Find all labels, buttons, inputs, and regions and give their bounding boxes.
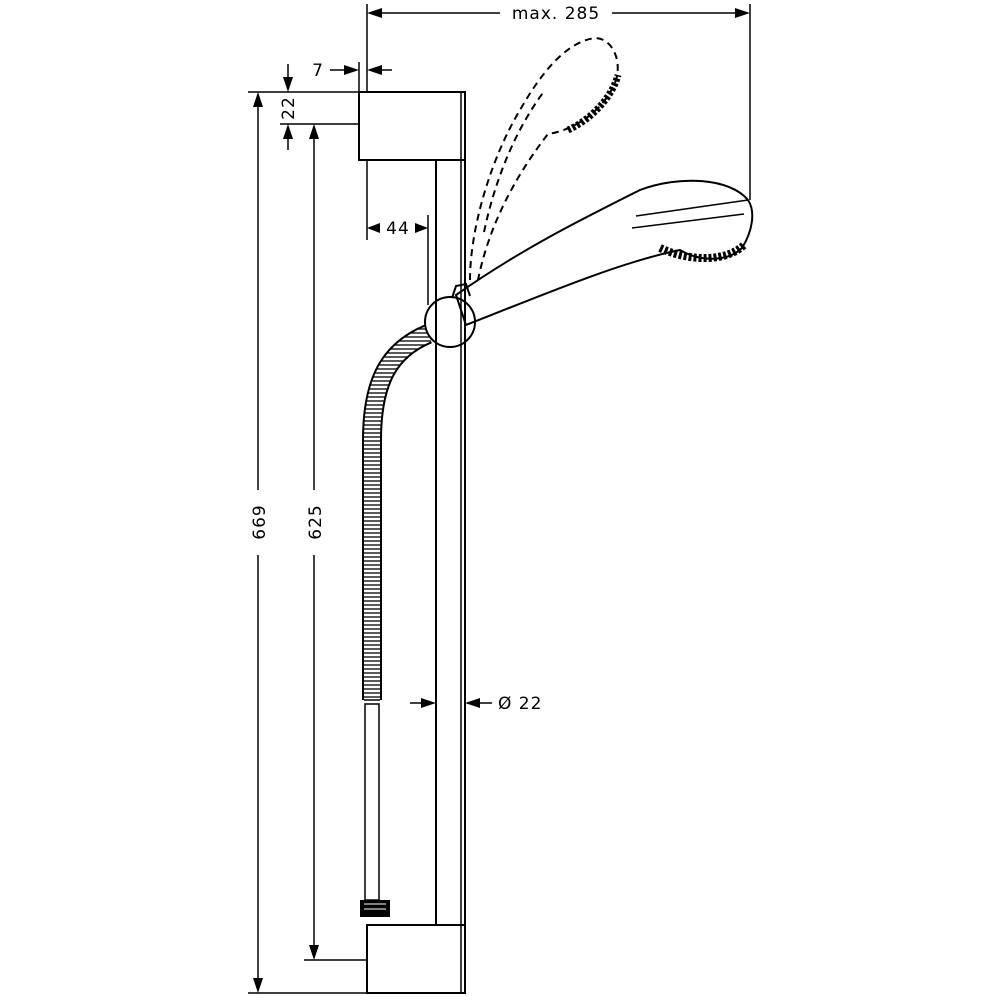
dimension-bracket-height: 22 (279, 64, 359, 150)
wall-gap-label: 7 (312, 61, 324, 81)
rail-diameter-label: Ø 22 (498, 694, 542, 714)
rail-offset-label: 44 (386, 219, 410, 239)
dimension-rail-offset: 44 (366, 160, 429, 305)
shower-holder (424, 282, 476, 348)
dimension-max-reach: max. 285 (366, 4, 751, 200)
hand-shower-tilted (469, 36, 622, 281)
bracket-height-label: 22 (279, 96, 299, 120)
hose-nut (360, 900, 390, 917)
slide-rail (435, 159, 466, 926)
dimension-wall-gap: 7 (312, 61, 392, 92)
hand-shower (454, 179, 754, 327)
overall-height-label: 669 (250, 504, 270, 539)
top-wall-bracket (358, 91, 466, 161)
dimension-bracket-spacing: 625 (304, 124, 367, 961)
max-reach-label: max. 285 (512, 4, 600, 24)
shower-hose (362, 324, 433, 901)
bracket-spacing-label: 625 (306, 504, 326, 539)
dimension-overall-height: 669 (248, 91, 367, 994)
bottom-wall-bracket (366, 924, 466, 994)
dimension-rail-diameter: Ø 22 (410, 694, 542, 714)
